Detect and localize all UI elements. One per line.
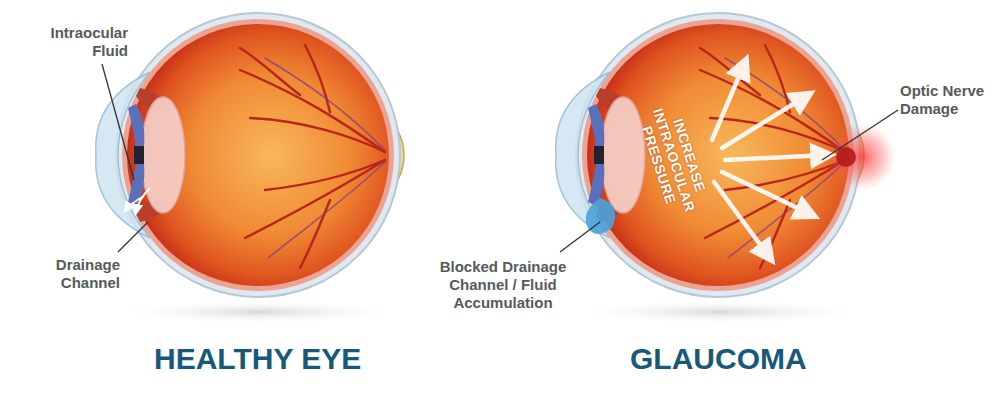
pressure-arrows [712,62,828,258]
panel-caption: HEALTHY EYE [154,342,361,376]
part-label: Optic Nerve Damage [900,82,990,118]
leader-lines [102,64,898,252]
part-label: Drainage Channel [40,256,120,292]
part-label: Intraocular Fluid [36,24,128,60]
part-label: Blocked Drainage Channel / Fluid Accumul… [428,258,578,312]
fluid-flow [126,188,150,212]
panel-caption: GLAUCOMA [630,342,807,376]
